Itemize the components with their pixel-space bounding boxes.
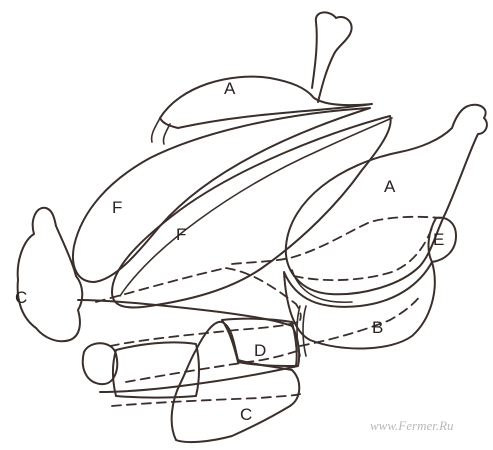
- label-a-right: A: [384, 177, 396, 196]
- left-wing-c: [18, 208, 83, 341]
- watermark: www.Fermer.Ru: [370, 418, 454, 433]
- label-d: D: [254, 341, 266, 360]
- cut-line-4: [112, 394, 300, 406]
- breast-fillet-left: [73, 108, 370, 282]
- lower-wing-c: [172, 322, 300, 442]
- label-b: B: [372, 318, 383, 337]
- top-drumstick-bone: [312, 12, 352, 102]
- label-f-left: F: [112, 198, 122, 217]
- breast-main-inner: [120, 118, 392, 296]
- breast-main: [112, 116, 391, 307]
- cut-line-6: [232, 217, 440, 264]
- label-c-left: C: [15, 288, 27, 307]
- part-b-inner: [292, 270, 352, 302]
- label-e: E: [433, 230, 444, 249]
- top-drumstick-joint: [152, 118, 160, 142]
- cut-line-2: [110, 322, 298, 346]
- label-f-center: F: [176, 225, 186, 244]
- label-a-top: A: [224, 79, 236, 98]
- neck-piece-1: [83, 343, 117, 384]
- joint-line-b: [303, 306, 306, 356]
- top-drumstick-joint-2: [163, 124, 170, 144]
- label-c-bottom: C: [240, 405, 252, 424]
